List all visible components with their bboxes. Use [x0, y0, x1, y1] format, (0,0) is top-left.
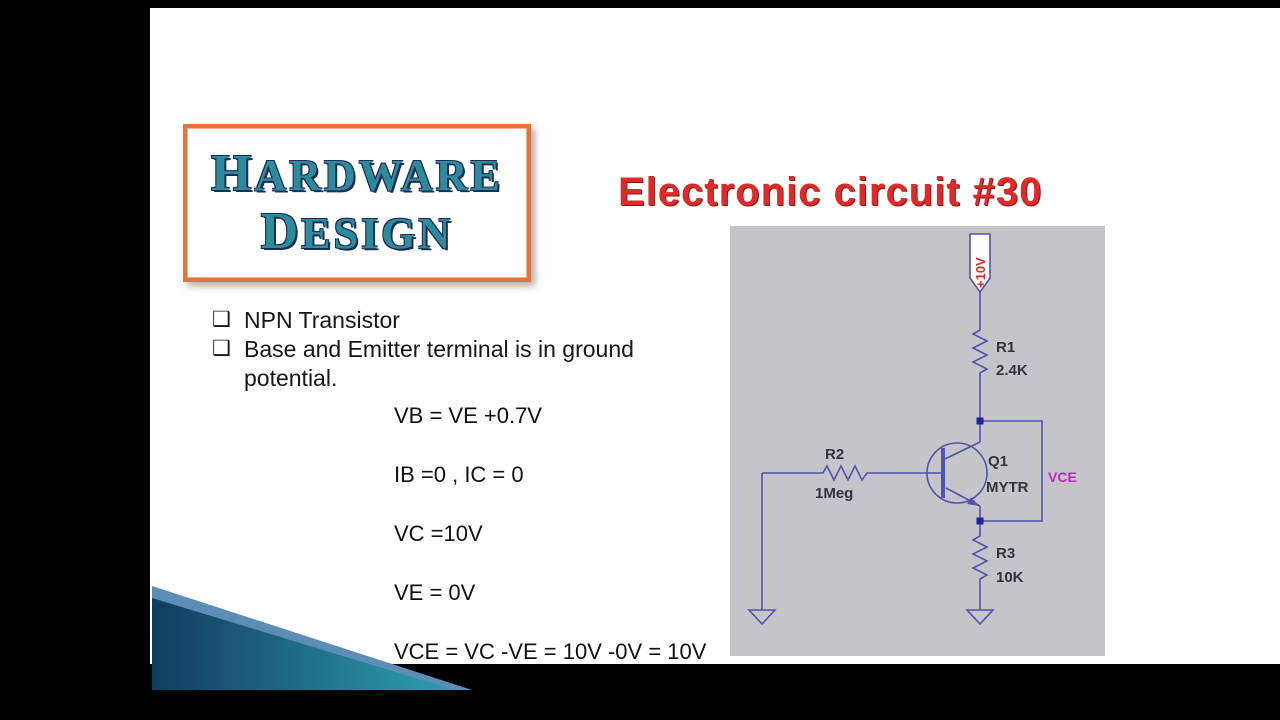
logo-box: HARDWARE DESIGN [183, 124, 531, 282]
r1-value-label: 2.4K [996, 362, 1028, 379]
emitter-arrow-icon [967, 497, 979, 506]
collector-node-icon [976, 417, 984, 425]
bullet-item: ❑ Base and Emitter terminal is in ground… [212, 335, 642, 393]
ground-symbol-left-icon [747, 609, 777, 626]
equation-vce: VCE = VC -VE = 10V -0V = 10V [394, 639, 707, 664]
r2-ref-label: R2 [825, 446, 844, 463]
emitter-node-icon [976, 517, 984, 525]
transistor-base-bar [941, 448, 945, 498]
bullet-list: ❑ NPN Transistor ❑ Base and Emitter term… [212, 306, 642, 394]
ground-symbol-right-icon [965, 609, 995, 626]
logo-line-2: DESIGN [260, 203, 454, 260]
equation-ib-ic: IB =0 , IC = 0 [394, 462, 524, 487]
checkbox-bullet-icon: ❑ [212, 337, 231, 361]
bullet-item: ❑ NPN Transistor [212, 306, 642, 335]
supply-label: +10V [973, 257, 988, 288]
resistor-r1-icon [971, 326, 989, 378]
logo-line-1: HARDWARE [211, 144, 503, 202]
equation-vc: VC =10V [394, 521, 483, 546]
bullet-text: NPN Transistor [244, 307, 400, 333]
vce-label: VCE [1048, 469, 1077, 485]
supply-flag-icon [969, 233, 991, 294]
r2-value-label: 1Meg [815, 485, 853, 502]
q1-model-label: MYTR [986, 479, 1029, 496]
r3-ref-label: R3 [996, 545, 1015, 562]
equation-list: VB = VE +0.7V IB =0 , IC = 0 VC =10V VE … [394, 403, 707, 664]
corner-decoration [152, 586, 472, 690]
q1-ref-label: Q1 [988, 453, 1008, 470]
decoration-triangle-teal [152, 598, 455, 690]
circuit-svg: +10V R1 2.4K R2 1Meg R3 10K Q1 MYTR VCE [747, 233, 1077, 626]
checkbox-bullet-icon: ❑ [212, 308, 231, 331]
vce-measurement-bracket [983, 420, 1043, 522]
slide-title: Electronic circuit #30 [618, 170, 1043, 214]
circuit-diagram: +10V R1 2.4K R2 1Meg R3 10K Q1 MYTR VCE [730, 226, 1105, 656]
r1-ref-label: R1 [996, 339, 1015, 356]
bullet-text: Base and Emitter terminal is in ground p… [244, 336, 634, 392]
resistor-r3-icon [971, 532, 989, 584]
equation-vb: VB = VE +0.7V [394, 403, 542, 428]
r3-value-label: 10K [996, 569, 1024, 586]
resistor-r2-icon [818, 464, 876, 482]
equation-ve: VE = 0V [394, 580, 476, 605]
transistor-collector-lead [944, 441, 981, 460]
